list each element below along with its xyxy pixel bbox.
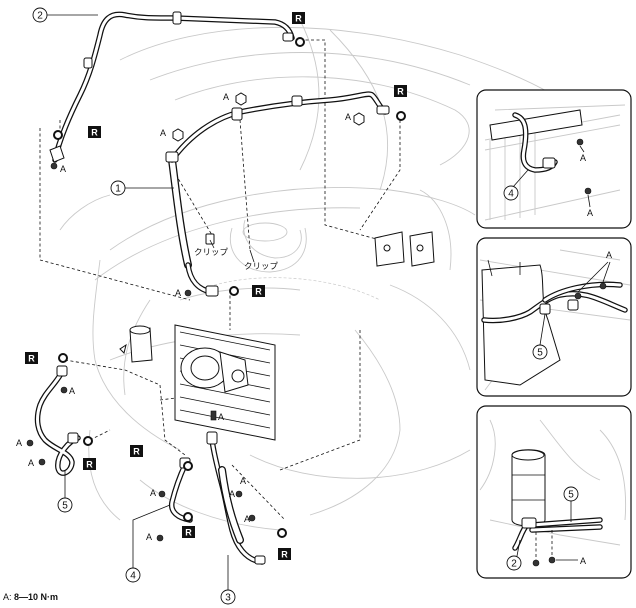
clip-label: クリップ [194,247,229,257]
replace-marker: R [88,126,101,138]
compressor [180,347,249,393]
torque-legend: A: 8—10 N·m [3,592,58,602]
callout-4: 4 [130,571,136,582]
mounting-block [374,231,435,267]
torque-marker: A [150,488,156,498]
pipe-2 [49,11,295,163]
torque-marker: A [69,386,75,396]
callouts: 2 1 5 4 3 [32,7,236,605]
inset-detail-pipe-2: A 5 2 [476,405,632,579]
svg-text:R: R [397,87,404,97]
svg-text:R: R [91,128,98,138]
svg-text:R: R [185,528,192,538]
svg-text:R: R [28,354,35,364]
torque-marker: A [606,250,612,260]
callout-1: 1 [115,184,121,195]
relationship-dashed-lines [39,39,401,521]
svg-text:R: R [281,550,288,560]
torque-legend-value: 8—10 N·m [14,592,59,602]
replace-marker: R [182,526,195,538]
torque-marker: A [587,208,593,218]
torque-marker: A [28,458,34,468]
callout-5: 5 [62,501,68,512]
callout-2: 2 [511,559,517,570]
svg-text:R: R [295,14,302,24]
pipe-1 [165,91,390,297]
torque-marker: A [218,412,224,422]
clip-label: クリップ [244,261,279,271]
torque-marker: A [229,489,235,499]
vehicle-body-outline [59,19,581,531]
callout-3: 3 [225,593,231,604]
torque-marker: A [580,556,586,566]
svg-text:R: R [255,287,262,297]
replace-marker: R [83,458,96,470]
replace-marker: R [278,548,291,560]
torque-markers: A A A A A A A A A A A A A A [16,92,351,542]
replace-marker: R [292,12,305,24]
svg-text:R: R [133,447,140,457]
hose-3 [206,431,266,565]
o-rings [53,37,406,538]
callout-2: 2 [37,11,43,22]
torque-marker: A [16,438,22,448]
replace-marker: R [252,285,265,297]
torque-marker: A [240,476,246,486]
callout-5: 5 [568,490,574,501]
torque-marker: A [223,92,229,102]
torque-marker: A [175,288,181,298]
torque-marker: A [160,128,166,138]
callout-4: 4 [508,189,514,200]
bolts [26,92,365,542]
torque-marker: A [345,112,351,122]
torque-marker: A [60,164,66,174]
replace-marker: R [394,85,407,97]
torque-legend-key: A: [3,592,15,602]
torque-marker: A [580,153,586,163]
replace-markers: R R R R R R R R R [25,12,407,560]
clip-labels: クリップ クリップ [194,239,279,271]
inset-detail-pipe-4: A A 4 [476,89,632,229]
callout-5: 5 [537,348,543,359]
pipe-5 [34,365,81,476]
torque-marker: A [146,532,152,542]
svg-text:R: R [86,460,93,470]
torque-marker: A [244,514,250,524]
receiver-drier [119,325,153,363]
inset-detail-pipe-5: A 5 [476,237,632,397]
replace-marker: R [25,352,38,364]
replace-marker: R [130,445,143,457]
